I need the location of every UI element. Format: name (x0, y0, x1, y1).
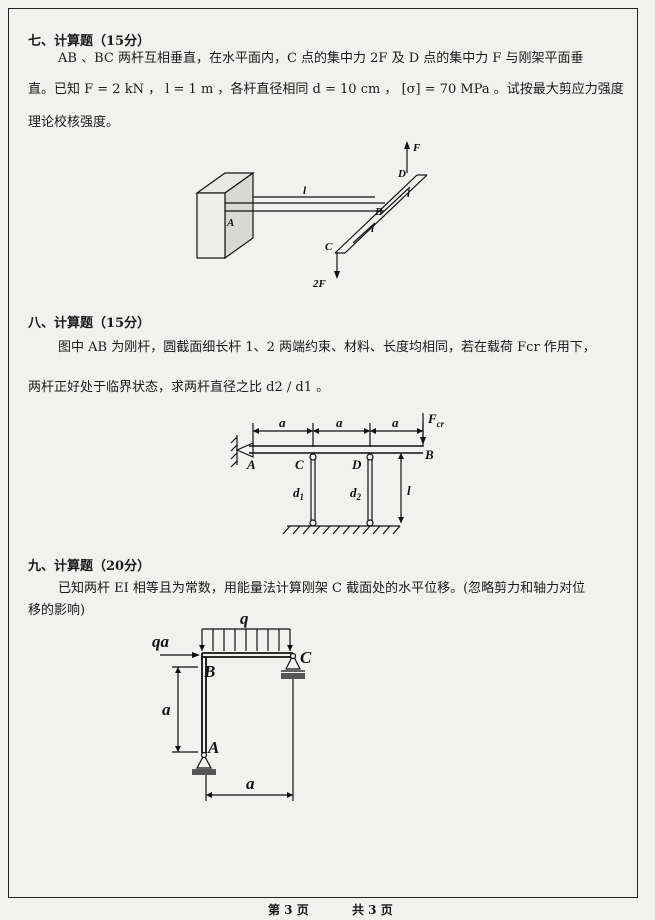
q8-label-B: B (424, 447, 434, 462)
q7-label-2F: 2F (312, 278, 327, 290)
q8-heading: 八、计算题（15分） (28, 316, 151, 331)
q9-support-c-base (281, 673, 305, 679)
q8-label-d2: d2 (350, 485, 362, 502)
q8-rigid-bar-figure: a a a Fcr A C D B d1 d2 l (230, 411, 445, 535)
q8-label-a1: a (279, 415, 286, 430)
q9-label-B: B (203, 662, 215, 681)
q7-label-A: A (226, 217, 234, 229)
q7-frame-figure: F D l l l A B C 2F (195, 141, 428, 290)
q9-text-line2: 移的影响) (28, 603, 86, 618)
q9-text-line1: 已知两杆 EI 相等且为常数，用能量法计算刚架 C 截面处的水平位移。(忽略剪力… (58, 581, 586, 596)
q8-text-line2: 两杆正好处于临界状态，求两杆直径之比 d2 / d1 。 (28, 380, 330, 395)
q8-label-C: C (295, 457, 304, 472)
q8-label-D: D (351, 457, 362, 472)
q9-label-a-horizontal: a (246, 774, 255, 793)
q7-text-line3: 理论校核强度。 (28, 115, 120, 130)
q8-label-d1: d1 (293, 485, 304, 502)
q8-label-a2: a (336, 415, 343, 430)
q7-label-l-bc: l (371, 223, 375, 235)
q7-label-l-bd: l (407, 188, 411, 200)
q7-text-line1: AB 、BC 两杆互相垂直，在水平面内，C 点的集中力 2F 及 D 点的集中力… (58, 51, 584, 66)
q9-label-C: C (300, 648, 312, 667)
q7-label-D: D (397, 168, 406, 180)
q8-label-A: A (246, 457, 256, 472)
q7-text-line2: 直。已知 F = 2 kN ， l = 1 m ，各杆直径相同 d = 10 c… (28, 82, 624, 97)
q8-label-Fcr: Fcr (427, 411, 445, 429)
q9-label-qa: qa (152, 632, 170, 651)
q7-label-F: F (412, 142, 421, 154)
q9-label-q: q (240, 615, 249, 628)
q7-label-l-ab: l (303, 185, 307, 197)
page-total: 共 3 页 (352, 903, 393, 917)
q8-text-line1: 图中 AB 为刚杆，圆截面细长杆 1、2 两端约束、材料、长度均相同，若在载荷 … (58, 340, 596, 355)
page-border (8, 8, 638, 898)
q9-heading: 九、计算题（20分） (28, 559, 151, 574)
q9-support-a-base (192, 769, 216, 775)
q7-label-B: B (374, 206, 382, 218)
q7-label-C: C (325, 241, 333, 253)
q8-label-a3: a (392, 415, 399, 430)
q8-label-l: l (407, 483, 411, 498)
q9-label-A: A (207, 738, 219, 757)
q9-label-a-vertical: a (162, 700, 171, 719)
q9-frame-figure: qa q B C a A a (152, 615, 312, 801)
q7-heading: 七、计算题（15分） (28, 34, 151, 49)
page-number: 第 3 页 (268, 903, 309, 917)
